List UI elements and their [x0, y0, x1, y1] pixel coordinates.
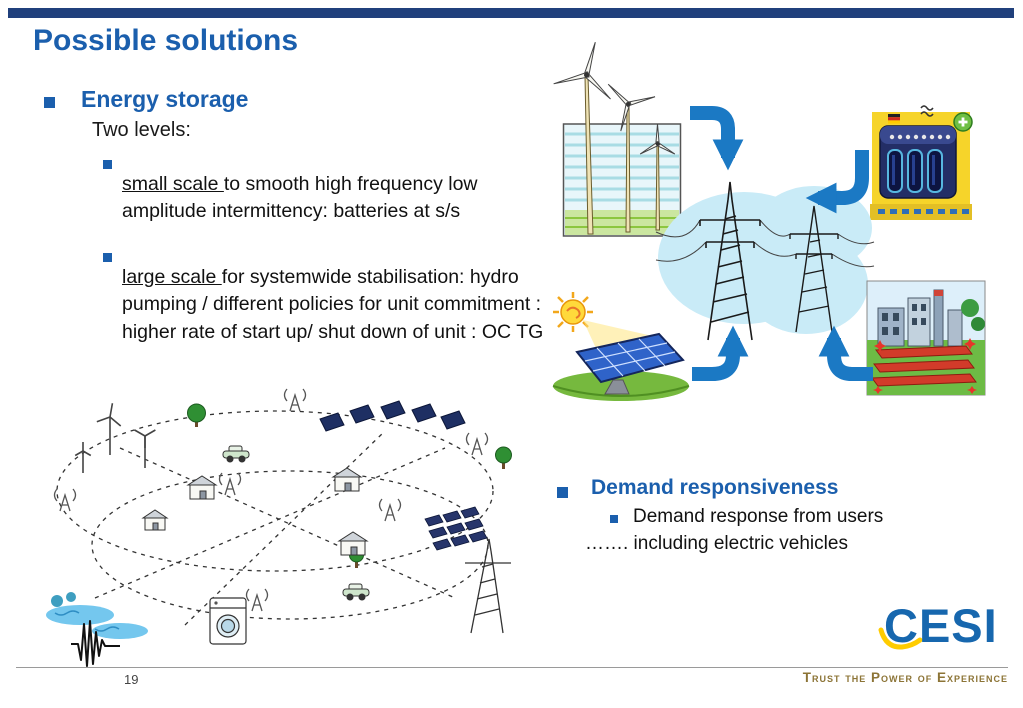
page-title: Possible solutions: [33, 24, 299, 57]
smart-grid-illustration: [25, 388, 535, 655]
solar-panel-image: [543, 288, 691, 404]
cesi-logo: CESI: [878, 602, 1012, 658]
transmission-tower-icon: [465, 538, 511, 634]
power-plant-image: [866, 280, 986, 396]
house-icon: [141, 467, 369, 556]
top-accent-bar: [8, 8, 1014, 18]
car-icon: [222, 445, 370, 601]
battery-storage-image: [866, 96, 976, 232]
cesi-logo-text: CESI: [884, 599, 998, 652]
arrow-wind-to-grid: [690, 106, 744, 171]
solar-panel-icon: [319, 400, 466, 432]
waveform-icon: [70, 616, 122, 670]
water-icon: [46, 592, 148, 639]
bullet-square-icon: [610, 515, 618, 523]
bullet-square-icon: [103, 160, 112, 169]
page-number: 19: [124, 672, 139, 687]
item-text: to smooth high frequency low amplitude i…: [122, 172, 478, 223]
bullet-square-icon: [103, 253, 112, 262]
demand-line2: ……. including electric vehicles: [585, 533, 848, 554]
energy-storage-heading: Energy storage: [81, 86, 249, 112]
energy-item-large-scale: large scale for systemwide stabilisation…: [122, 264, 558, 347]
solar-farm-icon: [424, 506, 488, 551]
antenna-icon: [53, 388, 489, 612]
two-levels-text: Two levels:: [92, 119, 191, 141]
tree-icon: [187, 403, 512, 568]
bullet-square-icon: [557, 487, 568, 498]
demand-line1: Demand response from users: [633, 506, 884, 527]
wind-turbines-image: [553, 41, 684, 238]
demand-responsiveness-heading: Demand responsiveness: [591, 476, 839, 499]
bullet-square-icon: [44, 97, 55, 108]
footer-divider: [16, 667, 1008, 668]
tagline: Trust the Power of Experience: [802, 670, 1008, 685]
item-text: for systemwide stabilisation: hydro pump…: [122, 265, 544, 343]
underlined-lead: large scale: [122, 265, 222, 288]
energy-item-small-scale: small scale to smooth high frequency low…: [122, 171, 558, 226]
windmill-icon: [74, 403, 156, 473]
washing-machine-icon: [209, 597, 247, 645]
underlined-lead: small scale: [122, 172, 224, 195]
cesi-logo-swoosh-icon: [878, 627, 923, 650]
transmission-towers-image: [655, 162, 875, 348]
